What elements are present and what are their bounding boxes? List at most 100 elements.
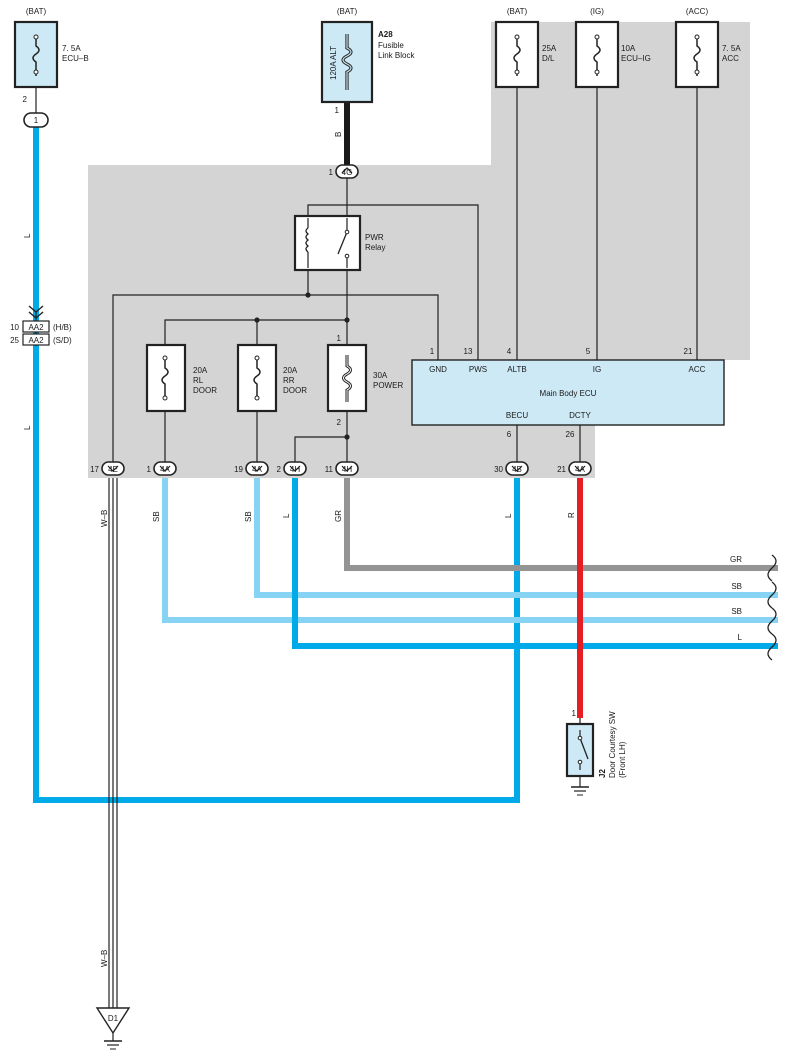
connector-4g [335,164,359,179]
courtesy-pin: 1 [572,709,577,718]
power-pin-top: 1 [337,334,342,343]
ecuig-source: (IG) [590,7,604,16]
wire-sb-19 [254,478,778,598]
connector-17-4e [101,461,125,476]
dl-name: D/L [542,54,555,63]
aa2-sd-tag: (S/D) [53,336,72,345]
door-courtesy-switch [565,718,595,796]
harness-label-sb2: SB [731,607,742,616]
wire-label-gr-4h: GR [334,510,343,522]
fuse-ecub [13,20,59,89]
fuse-rr-door [236,343,278,413]
ecu-pin-becu-num: 6 [507,430,512,439]
fuse-ecuig [574,20,620,89]
alt-pin: 1 [335,106,340,115]
harness-label-l: L [738,633,743,642]
wire-label-wb-upper: W–B [100,510,109,527]
acc-rating: 7. 5A [722,44,741,53]
alt-name2: Link Block [378,51,415,60]
connector-19-4a [245,461,269,476]
ecuig-rating: 10A [621,44,636,53]
relay-name1: PWR [365,233,384,242]
ecuig-name: ECU–IG [621,54,651,63]
dl-source: (BAT) [507,7,528,16]
ground-d1 [95,1007,131,1050]
wire-label-l-4b: L [504,513,513,518]
fuse-acc [674,20,720,89]
conn-4h11-num: 11 [325,465,334,474]
wire-label-l-4h: L [282,513,291,518]
wire-l-4h [292,478,778,649]
fuse-dl [494,20,540,89]
rr-rating: 20A [283,366,298,375]
aa2-hb-tag: (H/B) [53,323,72,332]
conn-4e-code: 4E [108,465,118,474]
ground-id: D1 [108,1014,119,1023]
ecu-pin-altb-num: 4 [507,347,512,356]
alt-id: A28 [378,30,393,39]
wire-label-l-upper: L [23,233,32,238]
ecu-pin-altb-label: ALTB [507,365,526,374]
ecub-name: ECU–B [62,54,89,63]
ecu-pin-gnd-label: GND [429,365,447,374]
connector-11-4h [335,461,359,476]
courtesy-id: J2 [598,769,607,778]
conn-4a1-num: 1 [147,465,152,474]
fusible-link-alt [320,20,374,104]
junction-dots [254,292,350,440]
ecu-pin-acc-num: 21 [684,347,693,356]
connector-1-4a [153,461,177,476]
ecu-pin-ig-label: IG [593,365,601,374]
aa2-sd-num: 25 [10,336,19,345]
ecu-pin-ig-num: 5 [586,347,591,356]
wire-label-sb2: SB [244,511,253,522]
connector-4g-num: 1 [329,168,334,177]
dl-rating: 25A [542,44,557,53]
conn-4b-code: 4B [512,465,522,474]
conn-4a21-code: 4A [575,465,585,474]
ecu-name: Main Body ECU [540,389,597,398]
conn-4h2-num: 2 [277,465,282,474]
power-name1: POWER [373,381,403,390]
ecu-pin-dcty-label: DCTY [569,411,591,420]
wire-label-sb1: SB [152,511,161,522]
harness-label-sb1: SB [731,582,742,591]
aa2-hb-num: 10 [10,323,19,332]
ecub-source: (BAT) [26,7,47,16]
wire-label-wb-lower: W–B [100,950,109,967]
acc-name: ACC [722,54,739,63]
aa2-hb-code: AA2 [28,323,44,332]
connector-row [101,461,592,476]
power-rating: 30A [373,371,388,380]
courtesy-name1: Door Courtesy SW [608,711,617,778]
conn-4b-num: 30 [494,465,503,474]
ecu-pin-dcty-num: 26 [566,430,575,439]
connector-2-4h [283,461,307,476]
rl-name2: DOOR [193,386,217,395]
ecu-pin-becu-label: BECU [506,411,528,420]
acc-source: (ACC) [686,7,709,16]
connector-aa2 [22,305,50,346]
ecub-rating: 7. 5A [62,44,81,53]
alt-name1: Fusible [378,41,404,50]
conn-4a19-num: 19 [234,465,243,474]
alt-rating: 120A ALT [329,46,338,80]
ecub-pin: 2 [23,95,28,104]
internal-circuits [35,87,698,468]
connector-1 [23,112,49,128]
wire-label-r: R [567,512,576,518]
conn-4h2-code: 4H [290,465,300,474]
wire-label-b: B [334,132,343,137]
harness-break-marks [767,554,777,661]
rl-rating: 20A [193,366,208,375]
connector-21-4a [568,461,592,476]
rl-name1: RL [193,376,204,385]
conn-4e-num: 17 [90,465,99,474]
conn-4a19-code: 4A [252,465,262,474]
connector-30-4b [505,461,529,476]
wire-wb [108,478,118,1008]
fuse-power [326,343,368,413]
connector-1-label: 1 [34,116,39,125]
rr-name1: RR [283,376,295,385]
